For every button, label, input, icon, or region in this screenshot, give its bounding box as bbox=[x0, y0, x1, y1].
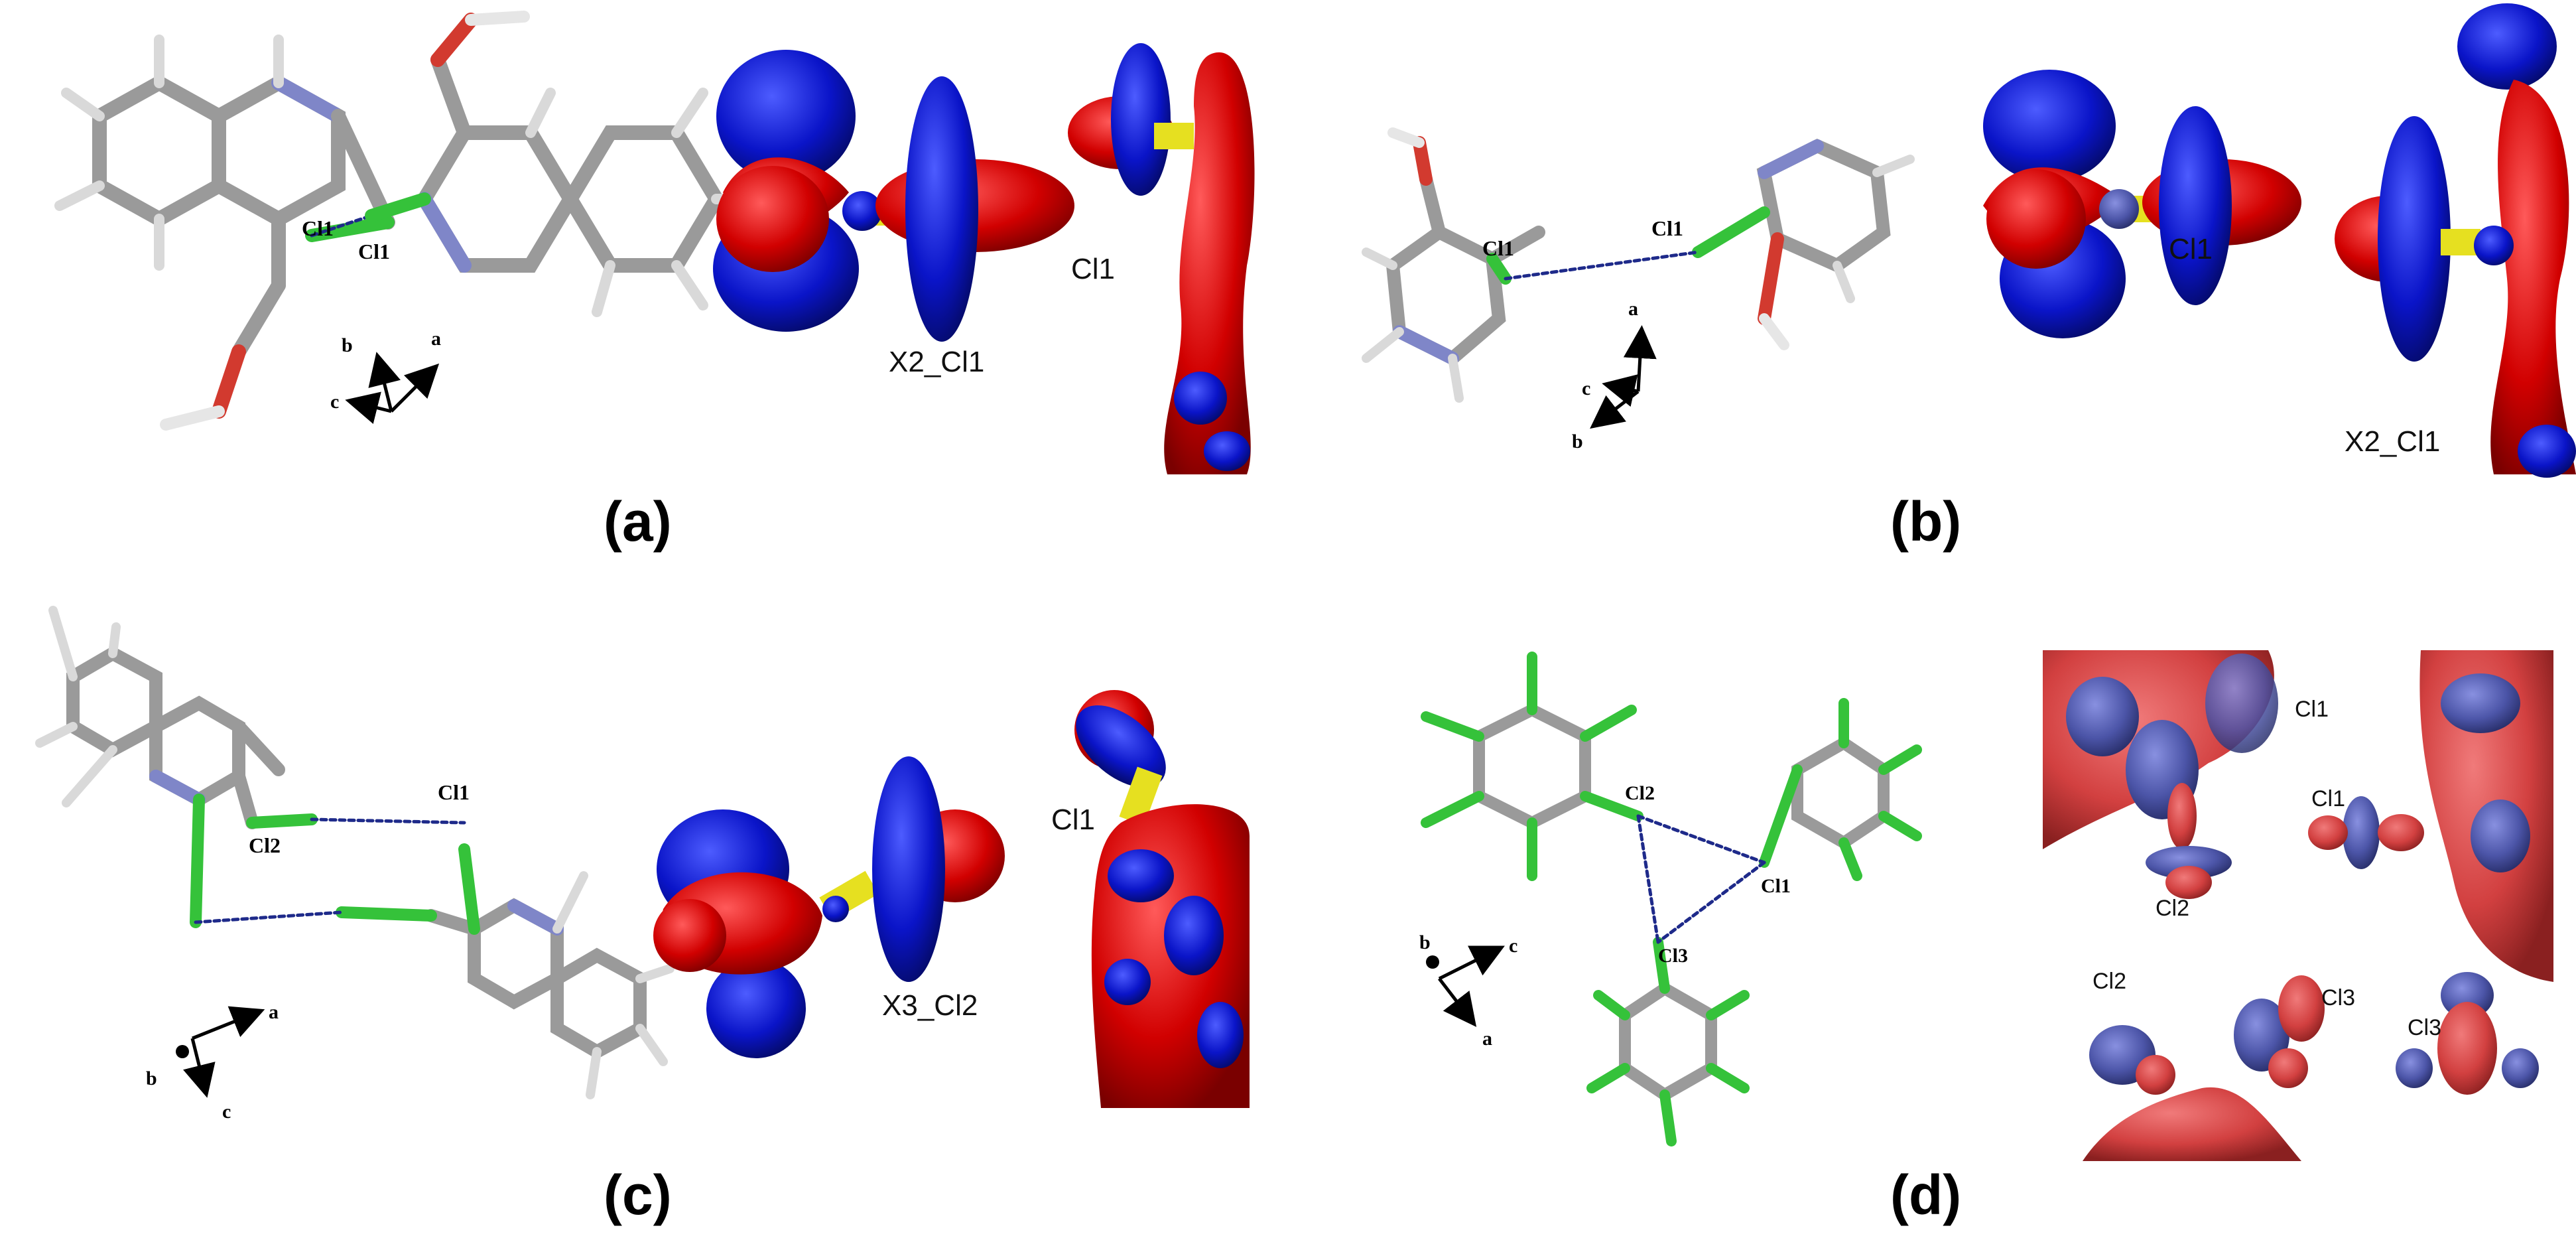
panel-label-c: (c) bbox=[604, 1164, 672, 1226]
axis-label-c: c bbox=[330, 391, 339, 413]
orbital-label-x3-cl2-c: X3_Cl2 bbox=[882, 989, 978, 1022]
axis-label-b-c: b bbox=[146, 1068, 157, 1089]
orbital-label-cl2-d-bottom: Cl2 bbox=[2093, 969, 2126, 994]
atom-label-cl2-c: Cl2 bbox=[249, 833, 281, 857]
orbital-plot-a-cl1 bbox=[1068, 43, 1255, 474]
orbital-label-cl3-d-bottom: Cl3 bbox=[2321, 985, 2355, 1010]
orbital-plot-c-x3-cl2 bbox=[653, 756, 1005, 1058]
panel-d-molecules bbox=[1421, 652, 1922, 1146]
axes-a bbox=[345, 352, 440, 424]
orbital-label-cl1-a: Cl1 bbox=[1071, 253, 1115, 285]
atom-label-cl1-c: Cl1 bbox=[438, 780, 470, 804]
atom-label-cl1-right: Cl1 bbox=[358, 240, 390, 263]
orbital-label-cl1-c: Cl1 bbox=[1051, 803, 1095, 836]
panel-label-d: (d) bbox=[1890, 1164, 1961, 1226]
panel-c-molecules bbox=[35, 606, 675, 1099]
axis-label-a-d: a bbox=[1482, 1028, 1492, 1050]
axis-label-b: b bbox=[342, 334, 353, 356]
axis-label-c-c: c bbox=[222, 1101, 231, 1123]
orbital-plot-b-x2-cl1 bbox=[2335, 3, 2576, 478]
orbital-plot-c-cl1 bbox=[1074, 690, 1250, 1108]
atom-label-cl1-b-right: Cl1 bbox=[1651, 216, 1683, 240]
axes-d bbox=[1438, 945, 1505, 1027]
orbital-plot-a-x2-cl1 bbox=[713, 50, 1074, 342]
axis-label-b-b: b bbox=[1572, 431, 1583, 452]
panel-b-molecules bbox=[1362, 127, 1915, 403]
orbital-label-cl1-b: Cl1 bbox=[2169, 233, 2213, 265]
axis-label-b-d: b bbox=[1419, 932, 1431, 953]
axis-label-c-b: c bbox=[1582, 378, 1590, 399]
orbital-label-cl1-d-mid: Cl1 bbox=[2311, 786, 2345, 811]
panel-a-molecules bbox=[54, 11, 761, 431]
atom-label-cl2-d: Cl2 bbox=[1625, 782, 1655, 804]
orbital-label-cl2-d-top: Cl2 bbox=[2156, 896, 2189, 921]
panel-label-b: (b) bbox=[1890, 490, 1961, 553]
orbital-label-x2-cl1-a: X2_Cl1 bbox=[889, 346, 984, 378]
atom-label-cl1-left: Cl1 bbox=[302, 216, 334, 240]
atom-label-cl1-b-left: Cl1 bbox=[1482, 236, 1514, 260]
axes-b bbox=[1590, 325, 1657, 429]
axis-label-c-d: c bbox=[1509, 935, 1517, 957]
orbital-label-cl3-d-right: Cl3 bbox=[2408, 1015, 2441, 1040]
axes-c bbox=[183, 1006, 265, 1098]
axis-label-a-c: a bbox=[269, 1001, 279, 1023]
atom-label-cl3-d: Cl3 bbox=[1658, 945, 1688, 967]
atom-label-cl1-d: Cl1 bbox=[1761, 875, 1791, 897]
axis-label-a-b: a bbox=[1628, 298, 1638, 320]
orbital-plot-b-cl1 bbox=[1983, 70, 2301, 338]
orbital-plot-d bbox=[2043, 650, 2553, 1161]
orbital-label-x2-cl1-b: X2_Cl1 bbox=[2345, 425, 2440, 458]
panel-label-a: (a) bbox=[604, 490, 672, 553]
axis-label-a: a bbox=[431, 328, 441, 350]
orbital-label-cl1-d-top: Cl1 bbox=[2295, 697, 2329, 722]
